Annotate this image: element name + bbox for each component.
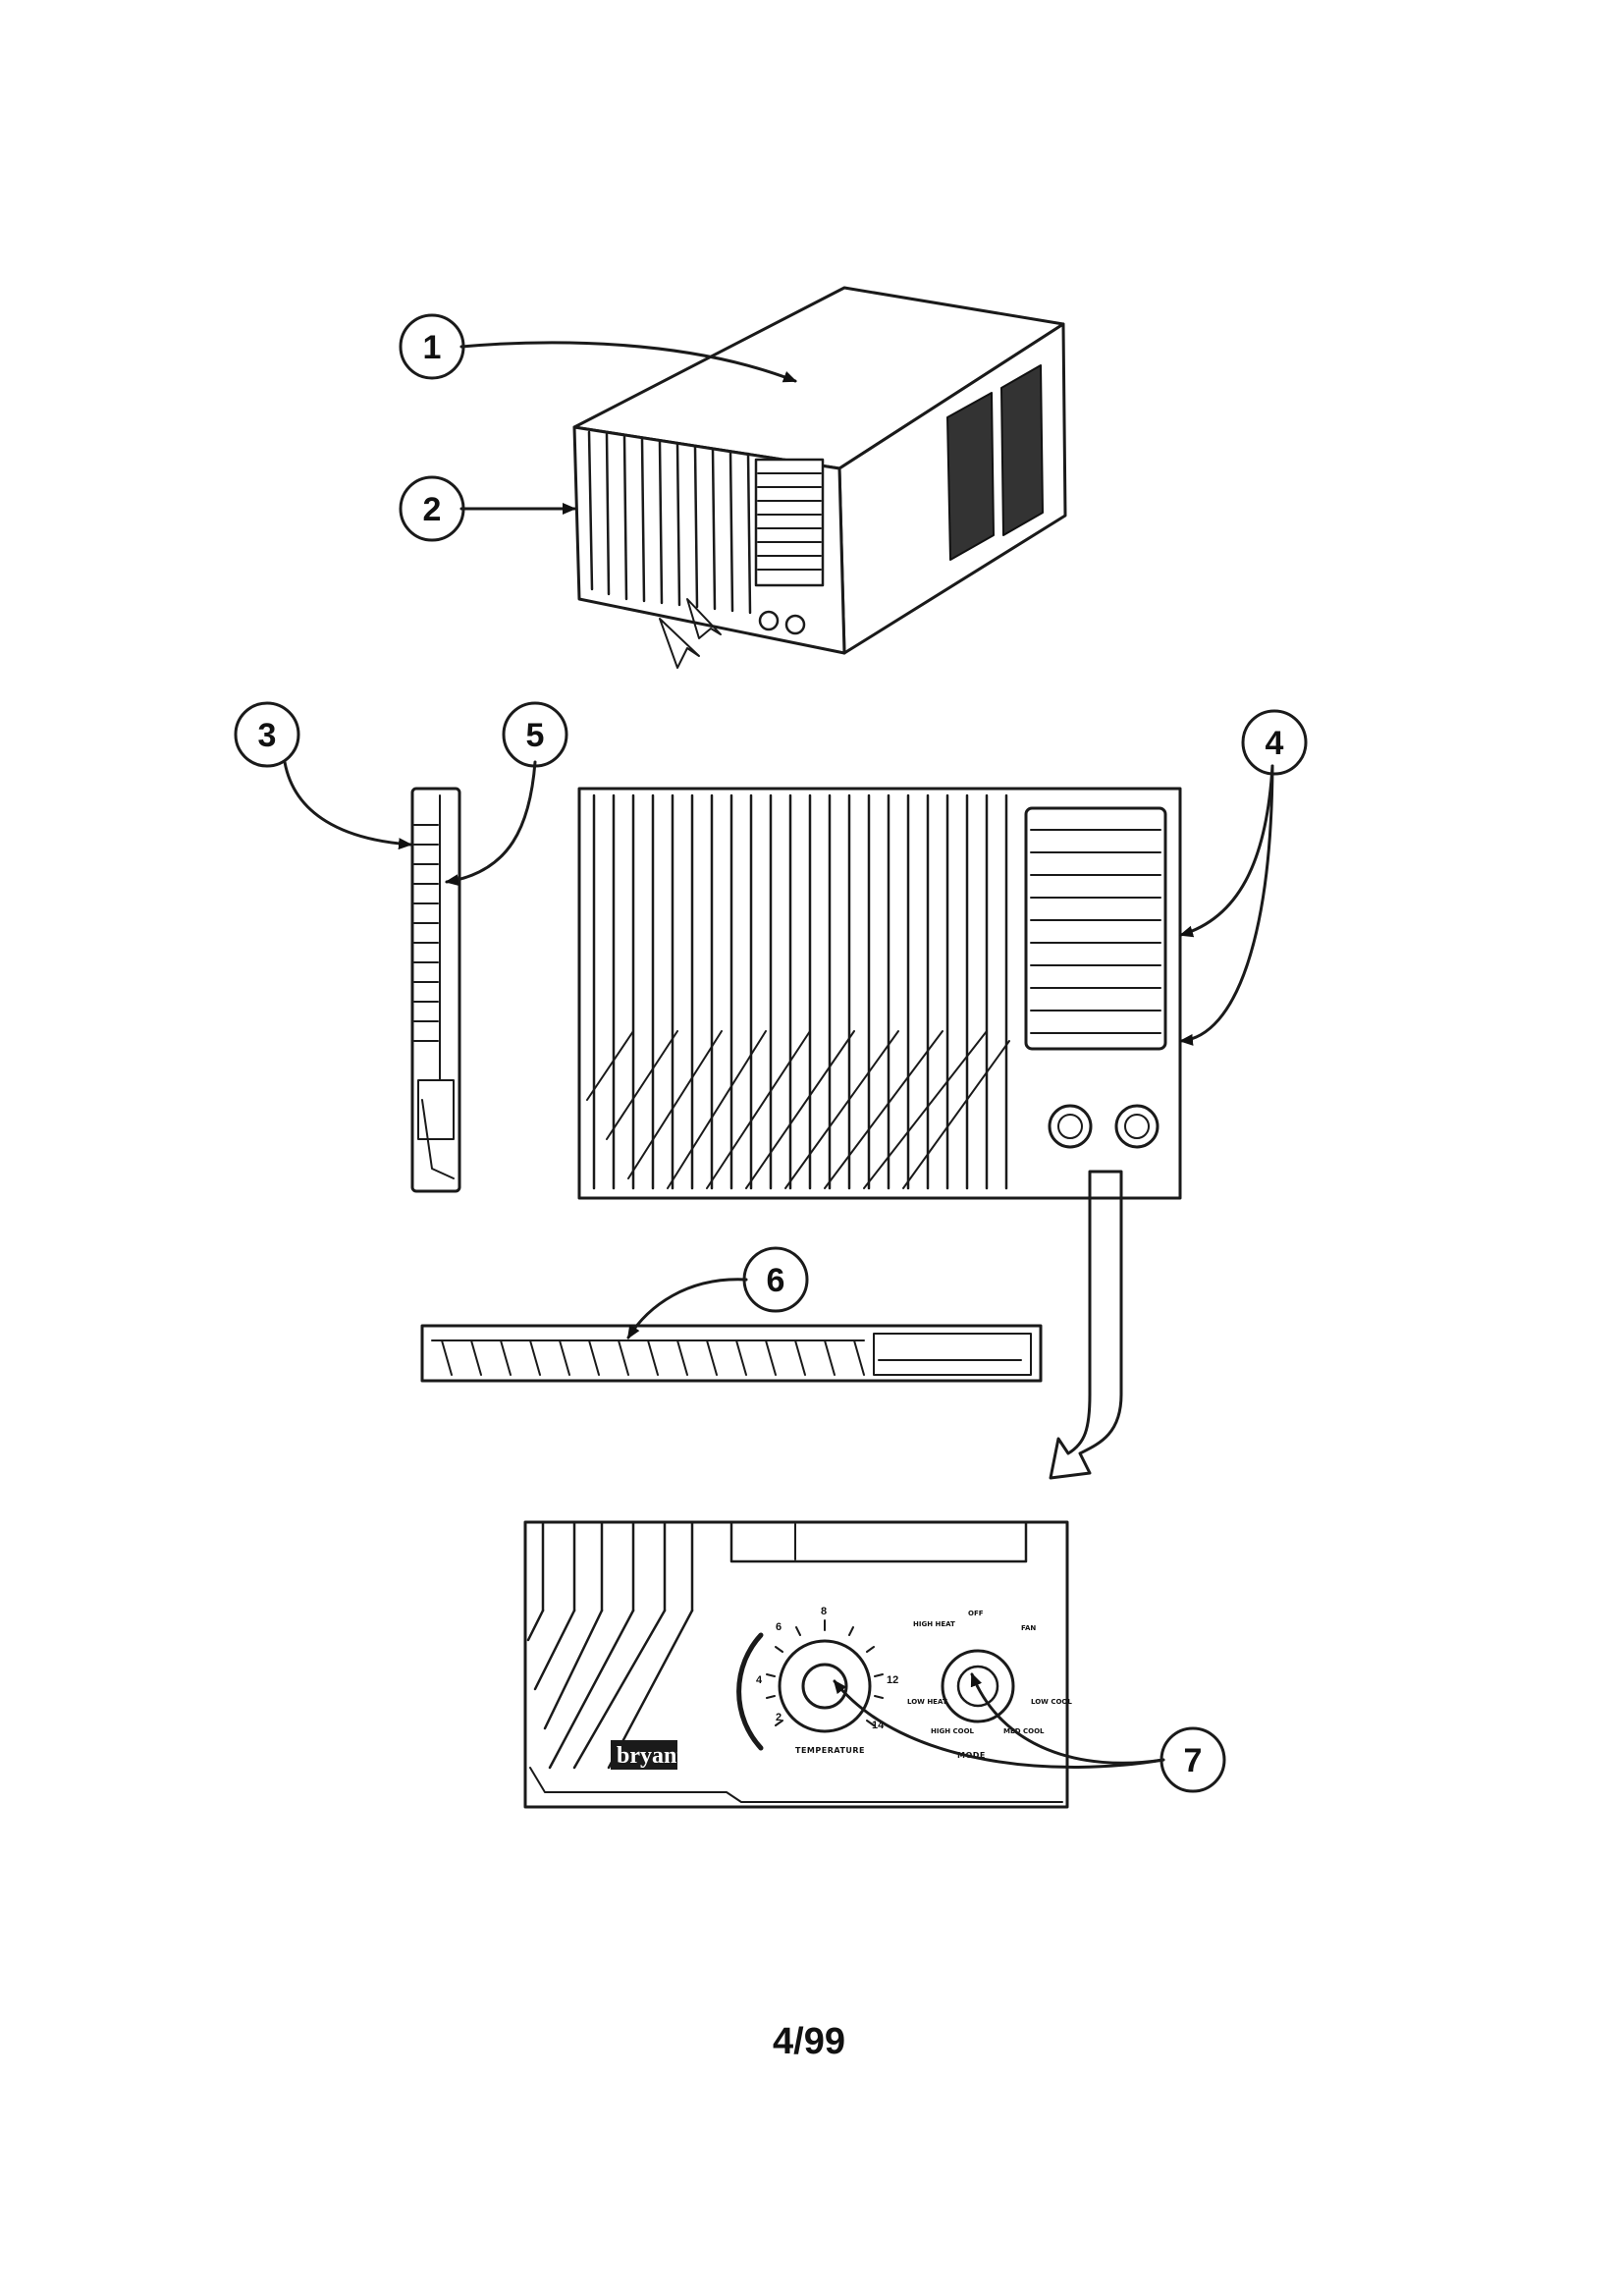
temp-tick-2: 2 [776,1712,782,1723]
callout-5: 5 [502,701,568,768]
side-panel-part [410,787,461,1193]
control-panel-detail: 2 4 6 8 12 14 TEMPERATURE OFF FAN LOW CO… [523,1520,1072,1809]
mode-low-heat: LOW HEAT [907,1698,947,1706]
callout-2: 2 [399,475,465,542]
svg-text:7: 7 [1184,1742,1203,1779]
callout-4: 4 [1241,709,1308,776]
temp-tick-4: 4 [756,1674,763,1686]
callout-3: 3 [234,701,300,768]
assembled-unit [572,286,1067,669]
svg-text:6: 6 [767,1262,785,1299]
revision-date: 4/99 [773,2021,845,2062]
mode-med-cool: MED COOL [1003,1727,1045,1735]
callout-6: 6 [742,1246,809,1313]
mode-off: OFF [968,1610,984,1617]
mode-dial[interactable]: OFF FAN LOW COOL MED COOL HIGH COOL LOW … [907,1610,1072,1760]
front-grille-part [577,787,1182,1200]
mode-high-cool: HIGH COOL [931,1727,975,1735]
svg-text:4: 4 [1266,725,1284,762]
callout-1: 1 [399,313,465,380]
svg-text:1: 1 [423,329,442,366]
mode-fan: FAN [1021,1624,1036,1632]
temp-tick-12: 12 [887,1674,898,1686]
svg-text:bryant: bryant [617,1743,684,1769]
detail-arrow [1049,1170,1123,1480]
svg-text:5: 5 [526,717,545,754]
svg-text:2: 2 [423,491,442,528]
temperature-caption: TEMPERATURE [795,1746,865,1755]
callout-7: 7 [1160,1726,1226,1793]
callout-leaders [283,341,1274,1769]
mode-high-heat: HIGH HEAT [913,1620,955,1628]
temp-tick-6: 6 [776,1621,782,1633]
temperature-dial[interactable]: 2 4 6 8 12 14 TEMPERATURE [736,1606,899,1755]
bottom-rail-part [420,1324,1043,1383]
temp-tick-8: 8 [821,1606,827,1617]
bryant-logo: bryant [611,1740,684,1770]
mode-low-cool: LOW COOL [1031,1698,1072,1706]
svg-text:3: 3 [258,717,277,754]
